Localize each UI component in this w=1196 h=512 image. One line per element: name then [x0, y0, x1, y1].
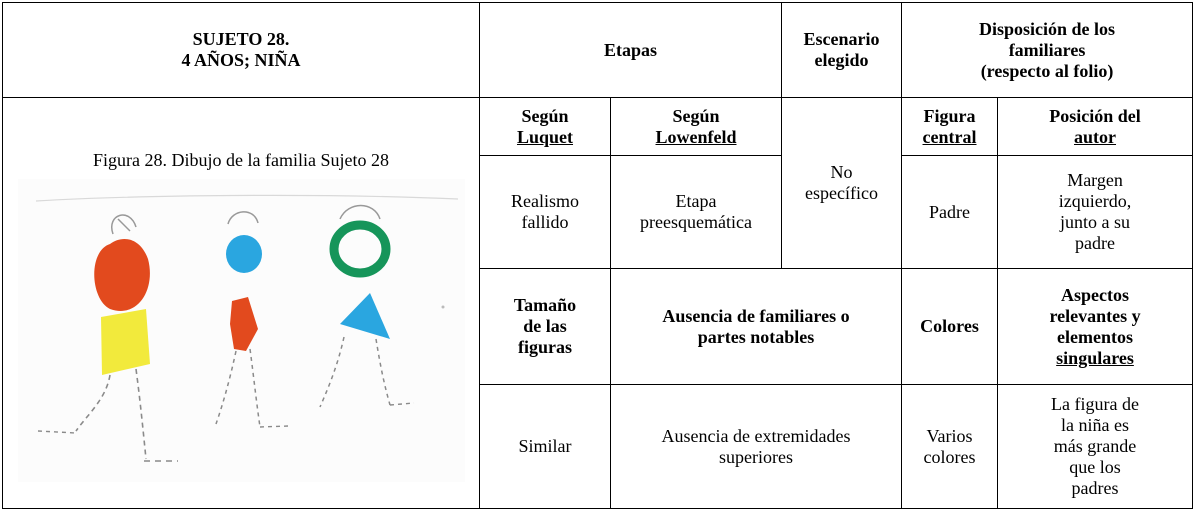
drawing-paper-edge [35, 194, 458, 202]
header-aspectos-line2: relevantes y [1049, 305, 1141, 326]
header-disposicion-line1: Disposición de los [979, 18, 1116, 39]
value-luquet-line1: Realismo [511, 191, 579, 211]
right-body [339, 293, 390, 339]
header-tamano-line3: figuras [518, 337, 572, 357]
header-etapas: Etapas [478, 2, 783, 98]
header-ausencia-line1: Ausencia de familiares o [662, 305, 850, 326]
middle-right-leg [248, 348, 261, 428]
value-ausencia-line1: Ausencia de extremidades [661, 425, 851, 446]
value-aspectos-line1: La figura de [1051, 394, 1139, 414]
header-segun-lowenfeld-line2: Lowenfeld [655, 126, 737, 147]
header-tamano-line2: de las [523, 316, 567, 336]
value-colores: Varios colores [901, 384, 999, 509]
value-ausencia: Ausencia de extremidades superiores [609, 384, 903, 509]
header-ausencia-line2: partes notables [697, 326, 815, 347]
value-tamano: Similar [479, 384, 611, 509]
girl-right-leg [134, 368, 147, 460]
right-left-leg [318, 336, 345, 408]
figure-cell: Figura 28. Dibujo de la familia Sujeto 2… [2, 97, 480, 509]
value-colores-line2: colores [923, 446, 976, 467]
value-posicion-line4: padre [1075, 233, 1115, 253]
value-lowenfeld-line2: preesquemática [640, 212, 752, 232]
header-posicion-autor-line2: autor [1074, 126, 1117, 147]
middle-head [225, 235, 262, 273]
value-posicion-line3: junto a su [1060, 212, 1131, 232]
header-aspectos-line3: elementos [1057, 326, 1133, 347]
value-luquet: Realismo fallido [479, 155, 611, 269]
middle-body [229, 297, 258, 351]
value-escenario-line2: específico [805, 183, 878, 203]
header-segun-luquet-line2: Luquet [516, 126, 574, 147]
header-disposicion-line3: (respecto al folio) [980, 60, 1114, 81]
value-aspectos-line5: padres [1071, 478, 1119, 498]
girl-body [100, 309, 150, 375]
header-segun-lowenfeld-line1: Según [672, 105, 720, 126]
subject-title-line1: SUJETO 28. [192, 29, 290, 49]
value-ausencia-line2: superiores [719, 446, 793, 467]
header-escenario-line1: Escenario [803, 29, 880, 49]
value-aspectos-line4: que los [1069, 457, 1121, 477]
header-escenario: Escenario elegido [781, 2, 903, 98]
subject-title-line2: 4 AÑOS; NIÑA [181, 50, 301, 70]
family-drawing [17, 179, 465, 482]
value-escenario-line1: No [830, 162, 853, 182]
drawing-speck [441, 305, 444, 309]
drawing-figure-right [318, 204, 414, 408]
value-colores-line1: Varios [926, 425, 973, 446]
figure-caption: Figura 28. Dibujo de la familia Sujeto 2… [93, 150, 389, 170]
girl-head [93, 238, 150, 311]
value-posicion: Margen izquierdo, junto a su padre [997, 155, 1194, 269]
header-aspectos-line4: singulares [1056, 347, 1134, 368]
value-lowenfeld: Etapa preesquemática [609, 155, 783, 269]
header-disposicion: Disposición de los familiares (respecto … [901, 2, 1194, 98]
right-right-leg [374, 338, 391, 406]
value-aspectos: La figura de la niña es más grande que l… [997, 384, 1194, 509]
header-aspectos-line1: Aspectos [1061, 284, 1130, 305]
header-figura-central: Figura central [901, 97, 999, 156]
right-head [329, 220, 390, 278]
value-figura-central: Padre [901, 155, 999, 269]
right-hair-strokes [338, 204, 381, 220]
middle-hair-strokes [226, 211, 259, 225]
header-segun-luquet-line1: Según [521, 105, 569, 126]
value-lowenfeld-line1: Etapa [675, 191, 717, 211]
header-segun-luquet: Según Luquet [479, 97, 611, 156]
header-aspectos: Aspectos relevantes y elementos singular… [997, 268, 1194, 385]
girl-other-foot [37, 430, 76, 434]
header-figura-central-line1: Figura [923, 105, 976, 126]
header-posicion-autor-line1: Posición del [1049, 105, 1141, 126]
girl-hair-strokes [110, 214, 137, 235]
header-posicion-autor: Posición del autor [997, 97, 1194, 156]
header-tamano-line1: Tamaño [513, 295, 577, 315]
value-aspectos-line3: más grande [1053, 436, 1137, 456]
header-escenario-line2: elegido [814, 50, 869, 70]
value-aspectos-line2: la niña es [1061, 415, 1129, 435]
drawing-figure-middle [214, 211, 288, 428]
subject-title: SUJETO 28. 4 AÑOS; NIÑA [2, 2, 480, 98]
value-escenario: No específico [781, 97, 903, 269]
header-disposicion-line2: familiares [1008, 39, 1086, 60]
header-figura-central-line2: central [922, 126, 977, 147]
header-tamano: Tamaño de las figuras [479, 268, 611, 385]
value-luquet-line2: fallido [521, 212, 569, 232]
header-ausencia: Ausencia de familiares o partes notables [609, 268, 903, 385]
middle-left-leg [214, 350, 237, 425]
value-posicion-line2: izquierdo, [1058, 191, 1132, 211]
header-segun-lowenfeld: Según Lowenfeld [609, 97, 783, 156]
header-colores: Colores [901, 268, 999, 385]
value-posicion-line1: Margen [1067, 170, 1123, 190]
drawing-figure-girl [37, 214, 178, 462]
